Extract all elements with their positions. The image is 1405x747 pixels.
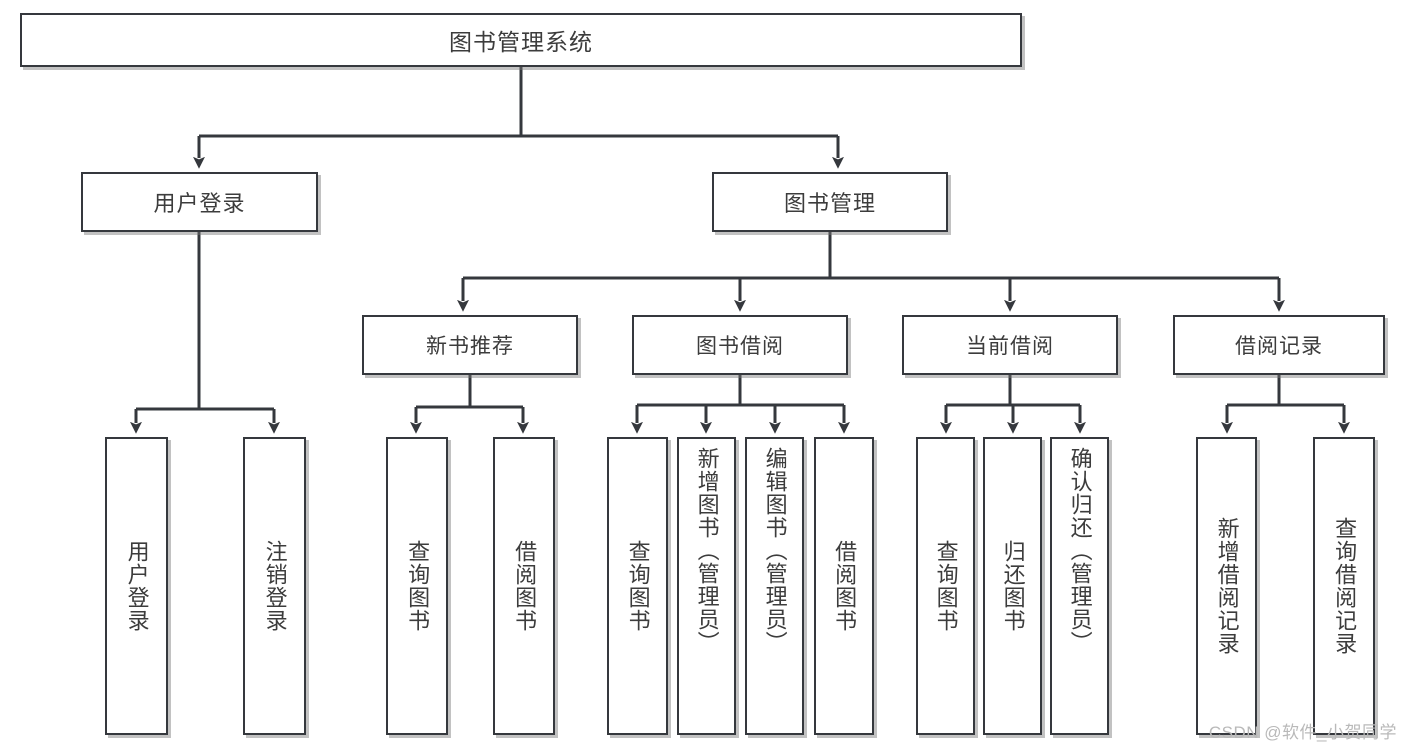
leaf-label: 归还图书 bbox=[1000, 540, 1026, 632]
leaf-label: 新增图书（管理员） bbox=[694, 447, 720, 654]
leaf-borrow-books[interactable]: 借阅图书 bbox=[814, 437, 874, 735]
leaf-logout[interactable]: 注销登录 bbox=[243, 437, 306, 735]
leaf-label: 查询图书 bbox=[625, 540, 651, 632]
leaf-borrow-books-new[interactable]: 借阅图书 bbox=[493, 437, 555, 735]
leaf-label: 用户登录 bbox=[124, 540, 150, 632]
leaf-label: 新增借阅记录 bbox=[1214, 517, 1240, 655]
leaf-query-books-current[interactable]: 查询图书 bbox=[916, 437, 975, 735]
node-book-management[interactable]: 图书管理 bbox=[712, 172, 948, 232]
node-label: 新书推荐 bbox=[426, 335, 514, 358]
leaf-label: 借阅图书 bbox=[832, 540, 858, 632]
leaf-query-borrow-record[interactable]: 查询借阅记录 bbox=[1313, 437, 1375, 735]
node-current-borrowing[interactable]: 当前借阅 bbox=[902, 315, 1118, 375]
leaf-confirm-return-admin[interactable]: 确认归还（管理员） bbox=[1050, 437, 1109, 735]
node-book-borrowing[interactable]: 图书借阅 bbox=[632, 315, 848, 375]
leaf-label: 查询图书 bbox=[405, 540, 431, 632]
node-label: 图书管理系统 bbox=[449, 29, 593, 55]
node-new-book-recommendation[interactable]: 新书推荐 bbox=[362, 315, 578, 375]
node-label: 借阅记录 bbox=[1235, 335, 1323, 358]
leaf-add-book-admin[interactable]: 新增图书（管理员） bbox=[677, 437, 736, 735]
leaf-label: 查询借阅记录 bbox=[1332, 517, 1358, 655]
node-book-management-system[interactable]: 图书管理系统 bbox=[20, 13, 1022, 67]
leaf-query-books-new[interactable]: 查询图书 bbox=[386, 437, 448, 735]
leaf-user-login[interactable]: 用户登录 bbox=[105, 437, 168, 735]
node-borrow-records[interactable]: 借阅记录 bbox=[1173, 315, 1385, 375]
leaf-query-books-borrow[interactable]: 查询图书 bbox=[607, 437, 668, 735]
leaf-label: 确认归还（管理员） bbox=[1067, 447, 1093, 654]
node-label: 图书管理 bbox=[783, 191, 876, 216]
node-user-login[interactable]: 用户登录 bbox=[81, 172, 318, 232]
leaf-label: 注销登录 bbox=[262, 540, 288, 632]
leaf-return-books[interactable]: 归还图书 bbox=[983, 437, 1042, 735]
leaf-label: 查询图书 bbox=[933, 540, 959, 632]
node-label: 图书借阅 bbox=[696, 335, 784, 358]
node-label: 当前借阅 bbox=[966, 335, 1054, 358]
leaf-label: 借阅图书 bbox=[512, 540, 538, 632]
node-label: 用户登录 bbox=[153, 191, 246, 216]
leaf-edit-book-admin[interactable]: 编辑图书（管理员） bbox=[745, 437, 804, 735]
leaf-label: 编辑图书（管理员） bbox=[762, 447, 788, 654]
leaf-add-borrow-record[interactable]: 新增借阅记录 bbox=[1196, 437, 1257, 735]
